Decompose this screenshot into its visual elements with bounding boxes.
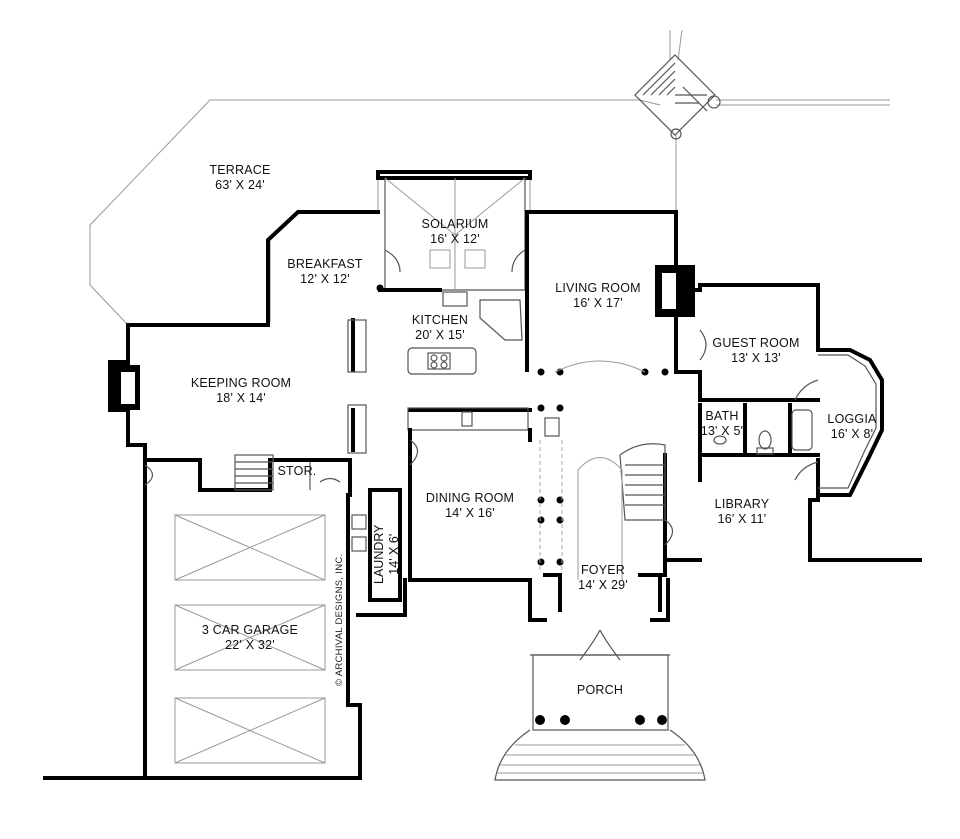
living-room-name: LIVING ROOM [555,281,641,295]
interior-walls [309,210,820,612]
garage-label: 3 CAR GARAGE 22' X 32' [202,623,298,653]
living-room-label: LIVING ROOM 16' X 17' [555,281,641,311]
breakfast-label: BREAKFAST 12' X 12' [287,257,362,287]
terrace-label: TERRACE 63' X 24' [209,163,270,193]
dining-room-size: 14' X 16' [445,506,495,520]
breakfast-name: BREAKFAST [287,257,363,271]
laundry-size: 14' X 6' [387,533,401,575]
keeping-room-label: KEEPING ROOM 18' X 14' [191,376,291,406]
dining-room-name: DINING ROOM [425,491,515,505]
terrace-name: TERRACE [209,163,271,177]
loggia-label: LOGGIA 16' X 8' [827,412,876,442]
garage-bays [174,514,326,764]
bath-fixtures [713,409,813,455]
living-room-size: 16' X 17' [573,296,623,310]
copyright-text: © ARCHIVAL DESIGNS, INC. [334,553,345,686]
solarium-name: SOLARIUM [421,217,489,231]
stairs [234,443,666,521]
loggia-walls [816,348,884,497]
keeping-room-name: KEEPING ROOM [190,376,292,390]
laundry-label: LAUNDRY 14' X 6' [372,524,402,584]
dining-room-label: DINING ROOM 14' X 16' [426,491,514,521]
solarium-label: SOLARIUM 16' X 12' [422,217,489,247]
solarium-size: 16' X 12' [430,232,480,246]
stor-label: STOR. [278,464,317,479]
porch-name: PORCH [576,683,624,697]
laundry-fixtures [351,514,367,552]
pergola [634,54,721,140]
terrace-size: 63' X 24' [215,178,265,192]
fireplaces [108,265,695,412]
garage-name: 3 CAR GARAGE [201,623,299,637]
foyer-name: FOYER [580,563,626,577]
kitchen-size: 20' X 15' [415,328,465,342]
loggia-name: LOGGIA [827,412,877,426]
breakfast-size: 12' X 12' [300,272,350,286]
foyer-size: 14' X 29' [578,578,628,592]
porch [494,654,706,781]
garage-size: 22' X 32' [225,638,275,652]
laundry-name: LAUNDRY [372,524,386,584]
foyer-label: FOYER 14' X 29' [578,563,628,593]
bath-label: BATH 13' X 5' [701,409,744,439]
doors [144,249,819,661]
library-size: 16' X 11' [717,512,767,526]
bath-name: BATH [705,409,739,423]
loggia-size: 16' X 8' [830,427,874,441]
guest-room-label: GUEST ROOM 13' X 13' [712,336,799,366]
stor-name: STOR. [277,464,317,478]
kitchen-fixtures [407,291,523,427]
kitchen-label: KITCHEN 20' X 15' [412,313,468,343]
guest-room-name: GUEST ROOM [712,336,800,350]
library-label: LIBRARY 16' X 11' [715,497,770,527]
guest-room-size: 13' X 13' [731,351,781,365]
porch-label: PORCH [577,683,623,698]
exterior-walls [43,210,922,780]
bath-size: 13' X 5' [700,424,744,438]
kitchen-name: KITCHEN [411,313,469,327]
gallery [539,360,646,580]
keeping-room-size: 18' X 14' [216,391,266,405]
library-name: LIBRARY [714,497,770,511]
